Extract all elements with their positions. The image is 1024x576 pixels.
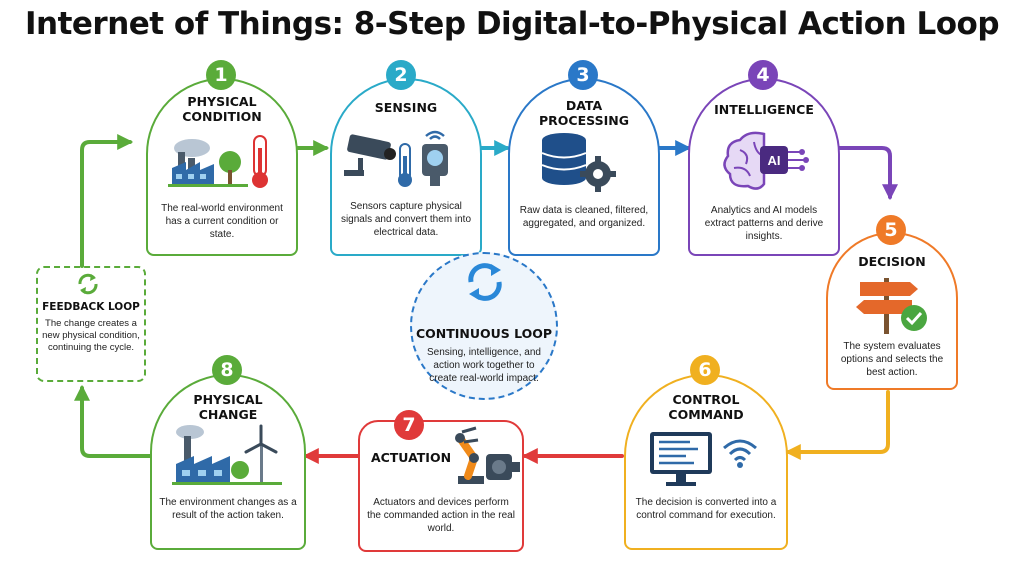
page-title: Internet of Things: 8-Step Digital-to-Ph… (24, 6, 1000, 42)
step-title-4: INTELLIGENCE (714, 102, 814, 117)
factory-thermometer-icon (168, 135, 268, 188)
signpost-check-icon (856, 278, 927, 334)
step-badge-2: 2 (386, 60, 416, 90)
step-title-7: ACTUATION (370, 450, 452, 465)
step-title-2: SENSING (374, 100, 438, 115)
step-badge-1: 1 (206, 60, 236, 90)
step-desc-5: The system evaluates options and selects… (840, 341, 944, 378)
step-card-7 (358, 420, 524, 552)
step-title-1: PHYSICAL CONDITION (182, 94, 262, 124)
step-desc-7: Actuators and devices perform the comman… (367, 497, 515, 534)
step-title-8: PHYSICAL CHANGE (193, 392, 263, 422)
step-badge-8: 8 (212, 355, 242, 385)
computer-wifi-icon (650, 432, 757, 486)
step-badge-7: 7 (394, 410, 424, 440)
sensor-camera-icon (344, 130, 448, 187)
arrow-feedback-1 (80, 134, 134, 268)
factory-wind-turbine-icon (172, 424, 282, 485)
step-title-5: DECISION (858, 254, 926, 269)
step-badge-4: 4 (748, 60, 778, 90)
step-desc-3: Raw data is cleaned, filtered, aggregate… (519, 205, 649, 229)
continuous-loop-title: CONTINUOUS LOOP (415, 326, 553, 341)
step-title-3: DATA PROCESSING (539, 98, 629, 128)
step-card-3 (508, 78, 660, 256)
database-gear-icon (541, 133, 616, 192)
continuous-loop-circle (410, 252, 558, 400)
step-desc-4: Analytics and AI models extract patterns… (704, 205, 824, 242)
step-title-6: CONTROL COMMAND (668, 392, 744, 422)
feedback-loop-desc: The change creates a new physical condit… (42, 318, 140, 353)
feedback-loop-title: FEEDBACK LOOP (42, 301, 140, 313)
step-badge-3: 3 (568, 60, 598, 90)
recycle-arrows-icon (78, 273, 98, 295)
step-desc-1: The real-world environment has a current… (161, 203, 283, 240)
step-badge-5: 5 (876, 215, 906, 245)
ai-brain-icon: AI (723, 131, 809, 190)
step-desc-8: The environment changes as a result of t… (159, 497, 297, 521)
ai-chip-label: AI (768, 153, 781, 168)
refresh-cycle-icon (468, 263, 502, 301)
robot-arm-motor-icon (455, 426, 520, 484)
continuous-loop-desc: Sensing, intelligence, and action work t… (427, 347, 541, 384)
arrow-5-6 (784, 390, 890, 460)
step-desc-6: The decision is converted into a control… (635, 497, 777, 521)
arrow-4-5 (836, 146, 898, 201)
step-desc-2: Sensors capture physical signals and con… (340, 201, 472, 238)
feedback-loop-box (36, 266, 146, 382)
arrow-8-feedback (74, 384, 154, 458)
step-badge-6: 6 (690, 355, 720, 385)
